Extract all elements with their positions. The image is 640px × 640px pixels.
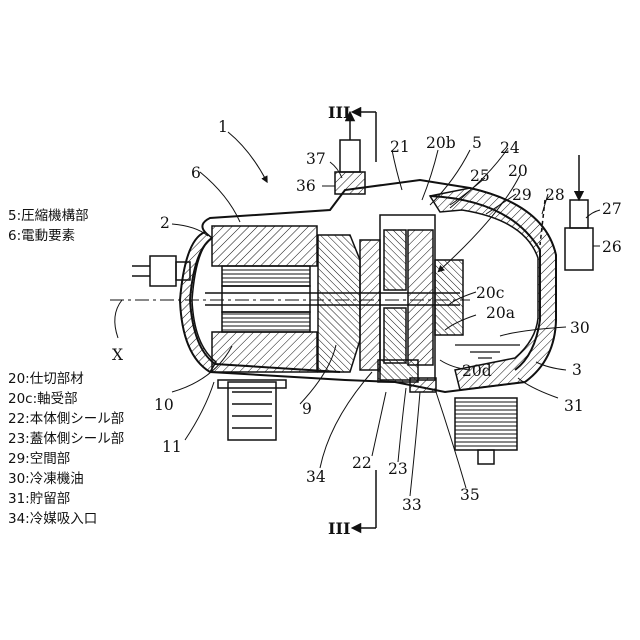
- legend-bottom: 20:仕切部材 20c:軸受部 22:本体側シール部 23:蓋体側シール部 29…: [8, 369, 124, 529]
- discharge-port: [335, 116, 365, 194]
- ref-20a: 20a: [486, 304, 515, 322]
- ref-28: 28: [545, 186, 565, 204]
- ref-33: 33: [402, 496, 422, 514]
- ref-26: 26: [602, 238, 622, 256]
- ref-2: 2: [160, 214, 170, 232]
- electric-motor-element: [212, 226, 317, 372]
- left-mount-foot: [218, 380, 286, 440]
- ref-30: 30: [570, 319, 590, 337]
- section-label-top: III: [328, 103, 350, 122]
- right-mount-foot: [455, 398, 517, 464]
- legend-top: 5:圧縮機構部 6:電動要素: [8, 206, 89, 246]
- ref-9: 9: [302, 400, 312, 418]
- axis-x-leader: [115, 300, 122, 338]
- ref-11: 11: [162, 438, 182, 456]
- legend-item-31: 31:貯留部: [8, 489, 124, 509]
- middle-housing-block: [318, 235, 380, 372]
- ref-3: 3: [572, 361, 582, 379]
- section-mark-top: [356, 112, 376, 162]
- ref-29: 29: [512, 186, 532, 204]
- ref-22: 22: [352, 454, 372, 472]
- ref-36: 36: [296, 177, 316, 195]
- ref-34: 34: [306, 468, 326, 486]
- ref-5: 5: [472, 134, 482, 152]
- legend-item-30: 30:冷凍機油: [8, 469, 124, 489]
- ref-25: 25: [470, 167, 490, 185]
- ref-20b: 20b: [426, 134, 456, 152]
- ref-10: 10: [154, 396, 174, 414]
- legend-item-20c: 20c:軸受部: [8, 389, 124, 409]
- legend-item-34: 34:冷媒吸入口: [8, 509, 124, 529]
- ref-37: 37: [306, 150, 326, 168]
- ref-1: 1: [218, 118, 228, 136]
- legend-item-22: 22:本体側シール部: [8, 409, 124, 429]
- section-label-bottom: III: [328, 519, 350, 538]
- ref-6: 6: [191, 164, 201, 182]
- section-mark-bottom: [356, 470, 376, 528]
- legend-item-20: 20:仕切部材: [8, 369, 124, 389]
- legend-item-29: 29:空間部: [8, 449, 124, 469]
- compression-mechanism: [380, 215, 463, 380]
- end-cap: [180, 232, 216, 372]
- legend-item-5: 5:圧縮機構部: [8, 206, 89, 226]
- ref-24: 24: [500, 139, 520, 157]
- ref-31: 31: [564, 397, 584, 415]
- ref-21: 21: [390, 138, 410, 156]
- legend-item-6: 6:電動要素: [8, 226, 89, 246]
- ref-27: 27: [602, 200, 622, 218]
- ref-20c: 20c: [476, 284, 504, 302]
- oil-level: [455, 345, 520, 358]
- legend-item-23: 23:蓋体側シール部: [8, 429, 124, 449]
- ref-20d: 20d: [462, 362, 492, 380]
- ref-x: X: [112, 346, 123, 364]
- ref-20: 20: [508, 162, 528, 180]
- ref-35: 35: [460, 486, 480, 504]
- ref-23: 23: [388, 460, 408, 478]
